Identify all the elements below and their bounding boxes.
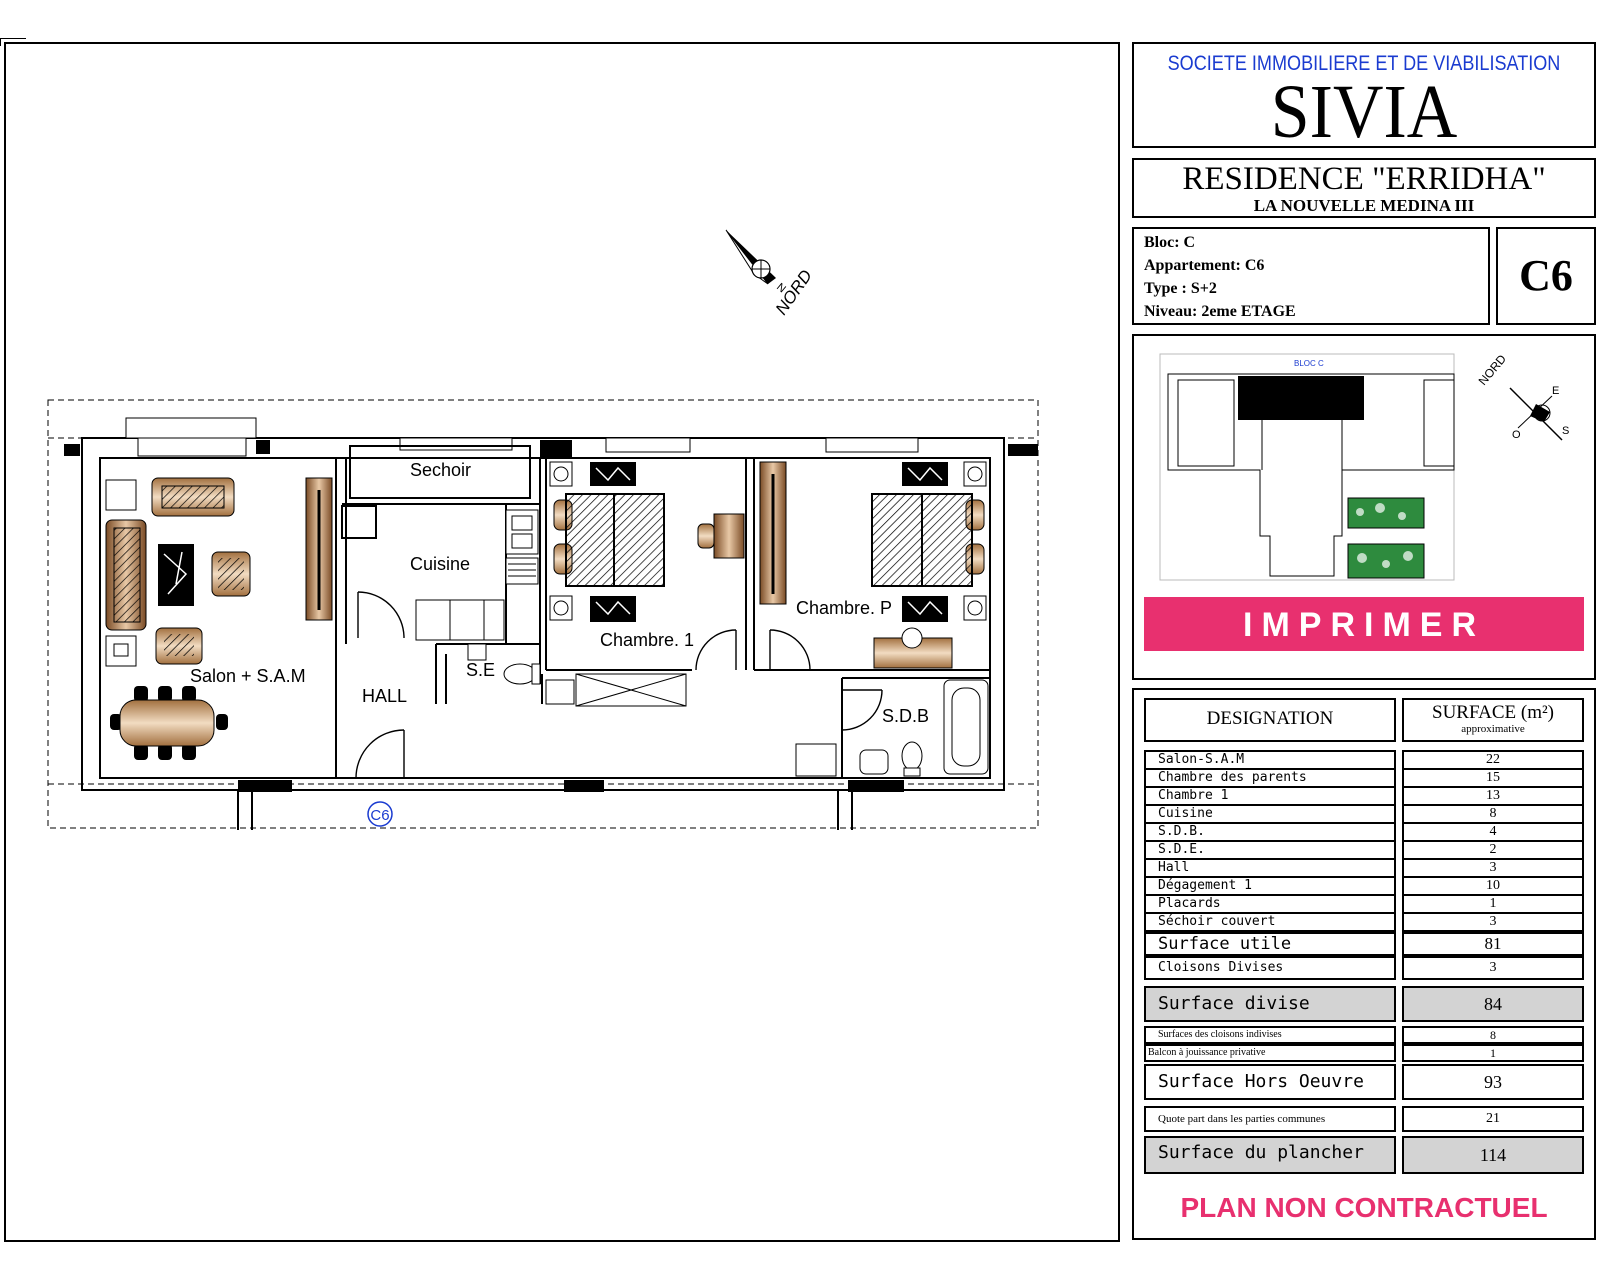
room-label-hall: HALL (362, 686, 407, 706)
room-label-sechoir: Sechoir (410, 460, 471, 480)
table-row-label: Salon-S.A.M (1144, 750, 1396, 770)
row-balcon-label: Balcon à jouissance privative (1144, 1044, 1396, 1062)
master-bedroom-furniture (759, 461, 987, 669)
table-row-value: 13 (1402, 786, 1584, 806)
table-row-value: 22 (1402, 750, 1584, 770)
room-label-chambre-p: Chambre. P (796, 598, 892, 618)
table-row-value: 4 (1402, 822, 1584, 842)
living-room-furniture (105, 477, 333, 760)
residence-location: LA NOUVELLE MEDINA III (1253, 196, 1475, 215)
key-plan-apartment-highlight (1238, 376, 1364, 420)
floor-plan-drawing: N NORD (47, 229, 1039, 830)
table-row-label: Placards (1144, 894, 1396, 914)
table-header-note: approximative (1461, 723, 1525, 735)
row-plancher-value: 114 (1402, 1136, 1584, 1174)
frame-corner-tick (0, 38, 26, 46)
apartment-info: Bloc: C Appartement: C6 Type : S+2 Nivea… (1132, 227, 1490, 325)
disclaimer: PLAN NON CONTRACTUEL (1180, 1192, 1548, 1223)
row-surface-divise-value: 84 (1402, 986, 1584, 1022)
table-row-value: 2 (1402, 840, 1584, 860)
table-header-designation: DESIGNATION (1144, 698, 1396, 742)
row-surface-utile-value: 81 (1402, 932, 1584, 956)
row-surface-divise-label: Surface divise (1144, 986, 1396, 1022)
print-button[interactable]: IMPRIMER (1144, 597, 1584, 651)
table-row-label: Chambre des parents (1144, 768, 1396, 788)
table-row-value: 3 (1402, 912, 1584, 932)
surface-table-panel (1132, 688, 1596, 1240)
key-plan-compass-south: S (1562, 425, 1569, 437)
north-arrow-icon: N NORD (725, 229, 816, 318)
table-header-surface-text: SURFACE (m²) (1432, 702, 1554, 723)
balcony-outline (47, 399, 1039, 829)
info-niveau: Niveau: 2eme ETAGE (1144, 303, 1296, 320)
table-row-value: 15 (1402, 768, 1584, 788)
row-quote-part-value: 21 (1402, 1106, 1584, 1132)
table-row-label: Dégagement 1 (1144, 876, 1396, 896)
info-bloc: Bloc: C (1144, 234, 1196, 251)
table-row-label: Cuisine (1144, 804, 1396, 824)
plan-frame: N NORD (4, 42, 1120, 1242)
row-cloisons-divises-label: Cloisons Divises (1144, 956, 1396, 980)
room-label-cuisine: Cuisine (410, 554, 470, 574)
columns (64, 440, 1038, 792)
apartment-tag: C6 (370, 807, 389, 824)
key-plan-panel: BLOC C NORD E S O (1132, 334, 1596, 680)
bathroom-fixtures (795, 679, 989, 777)
table-row-label: Séchoir couvert (1144, 912, 1396, 932)
residence-header: RESIDENCE "ERRIDHA" LA NOUVELLE MEDINA I… (1132, 158, 1596, 218)
table-row-value: 1 (1402, 894, 1584, 914)
info-type: Type : S+2 (1144, 280, 1217, 297)
row-hors-oeuvre-label: Surface Hors Oeuvre (1144, 1064, 1396, 1100)
table-row-label: S.D.B. (1144, 822, 1396, 842)
row-balcon-value: 1 (1402, 1044, 1584, 1062)
interior-walls (335, 445, 990, 778)
table-row-label: S.D.E. (1144, 840, 1396, 860)
row-surface-utile-label: Surface utile (1144, 932, 1396, 956)
row-plancher-label: Surface du plancher (1144, 1136, 1396, 1174)
key-plan-drawing: BLOC C NORD E S O (1159, 352, 1570, 581)
table-row-value: 10 (1402, 876, 1584, 896)
table-row-label: Chambre 1 (1144, 786, 1396, 806)
bedroom-1-furniture (549, 461, 745, 622)
table-header-surface: SURFACE (m²) approximative (1402, 698, 1584, 742)
company-subtitle: SOCIETE IMMOBILIERE ET DE VIABILISATION (1167, 52, 1561, 75)
doors (355, 591, 883, 779)
windows (125, 417, 919, 457)
row-cloisons-indivises-label: Surfaces des cloisons indivises (1144, 1026, 1396, 1044)
residence-title: RESIDENCE "ERRIDHA" (1182, 161, 1546, 197)
key-plan-bloc-label: BLOC C (1294, 359, 1324, 368)
company-header: SOCIETE IMMOBILIERE ET DE VIABILISATION … (1132, 42, 1596, 154)
row-cloisons-divises-value: 3 (1402, 956, 1584, 980)
room-label-chambre-1: Chambre. 1 (600, 630, 694, 650)
room-label-sdb: S.D.B (882, 706, 929, 726)
table-header-designation-text: DESIGNATION (1206, 708, 1334, 729)
apartment-code: C6 (1496, 227, 1596, 325)
key-plan-compass-east: E (1552, 385, 1559, 397)
room-label-se: S.E (466, 660, 495, 680)
key-plan-compass-icon: NORD E S O (1476, 352, 1570, 441)
room-label-salon: Salon + S.A.M (190, 666, 306, 686)
table-row-value: 8 (1402, 804, 1584, 824)
row-cloisons-indivises-value: 8 (1402, 1026, 1584, 1044)
company-name: SIVIA (1270, 70, 1458, 154)
key-plan-compass-north: NORD (1476, 352, 1510, 388)
table-row-label: Hall (1144, 858, 1396, 878)
apartment-tag-marker: C6 (367, 801, 393, 827)
info-appartement: Appartement: C6 (1144, 257, 1265, 274)
row-quote-part-label: Quote part dans les parties communes (1144, 1106, 1396, 1132)
key-plan-compass-west: O (1512, 429, 1521, 441)
kitchen-fixtures (415, 509, 687, 707)
row-hors-oeuvre-value: 93 (1402, 1064, 1584, 1100)
table-row-value: 3 (1402, 858, 1584, 878)
